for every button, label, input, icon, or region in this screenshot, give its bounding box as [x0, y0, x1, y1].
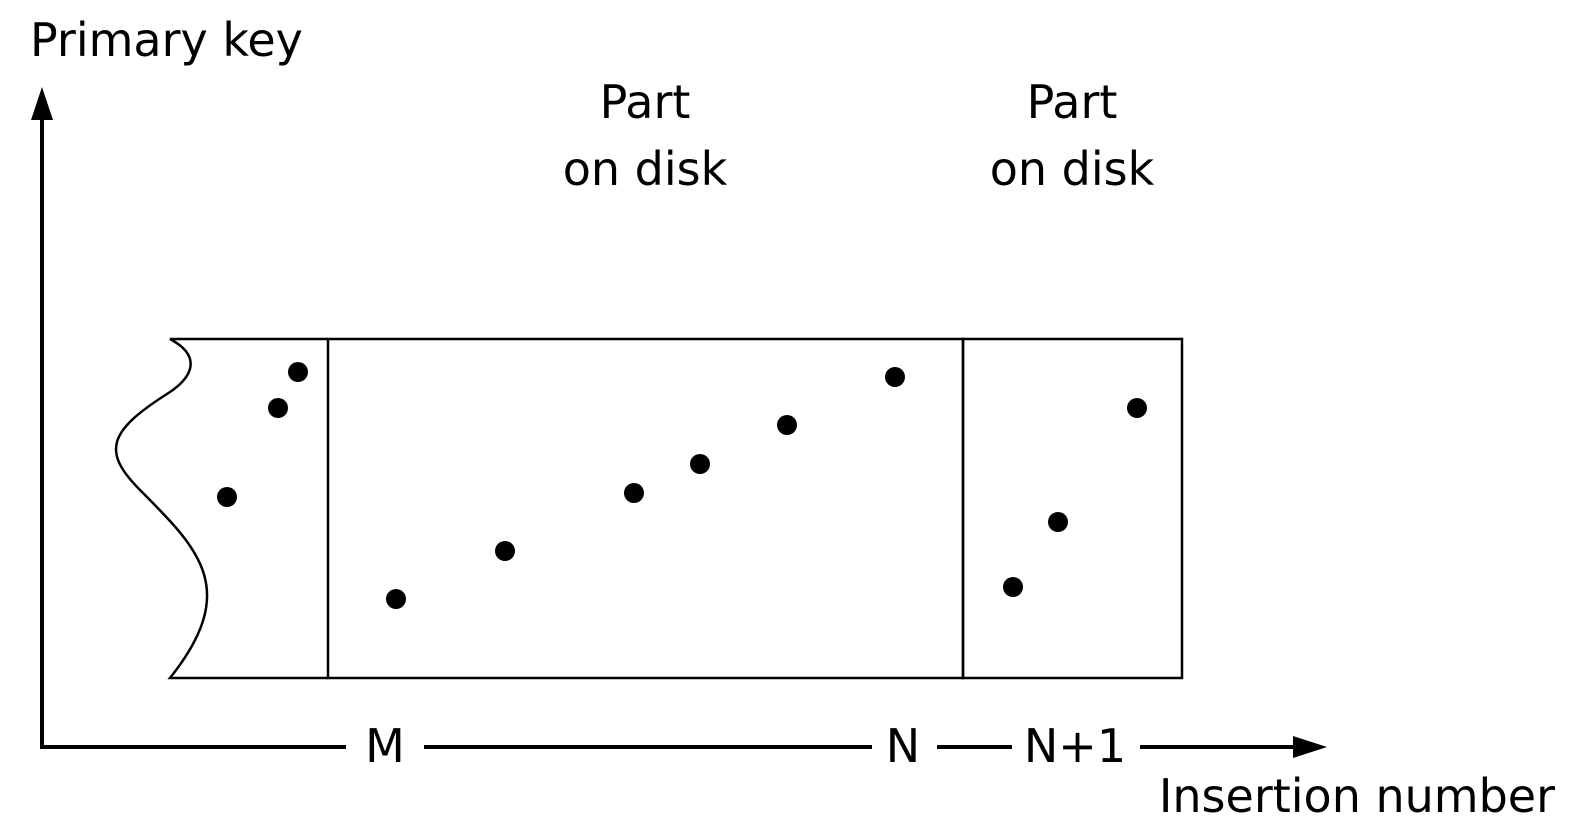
- data-point: [288, 362, 308, 382]
- tick-label-n: N: [886, 719, 920, 773]
- part-box-m-to-n: [326, 337, 965, 680]
- data-point: [1003, 577, 1023, 597]
- tick-label-n-plus-1: N+1: [1024, 719, 1126, 773]
- part-box-n-plus-1: [961, 337, 1184, 680]
- y-axis-arrowhead: [31, 87, 53, 120]
- part-label-2-line2: on disk: [990, 142, 1155, 196]
- data-point: [624, 483, 644, 503]
- part-box-earlier: [114, 337, 328, 680]
- data-point: [1127, 398, 1147, 418]
- part-label-1-line2: on disk: [563, 142, 728, 196]
- data-point: [885, 367, 905, 387]
- data-point: [777, 415, 797, 435]
- tick-label-m: M: [365, 719, 405, 773]
- data-point: [217, 487, 237, 507]
- data-point: [386, 589, 406, 609]
- y-axis-label: Primary key: [30, 13, 303, 67]
- part-label-1-line1: Part: [600, 75, 691, 129]
- part-label-2-line1: Part: [1027, 75, 1118, 129]
- data-point: [268, 398, 288, 418]
- x-axis-label: Insertion number: [1159, 769, 1555, 823]
- data-point: [690, 454, 710, 474]
- x-axis-arrowhead: [1293, 736, 1327, 758]
- data-point: [495, 541, 515, 561]
- data-point: [1048, 512, 1068, 532]
